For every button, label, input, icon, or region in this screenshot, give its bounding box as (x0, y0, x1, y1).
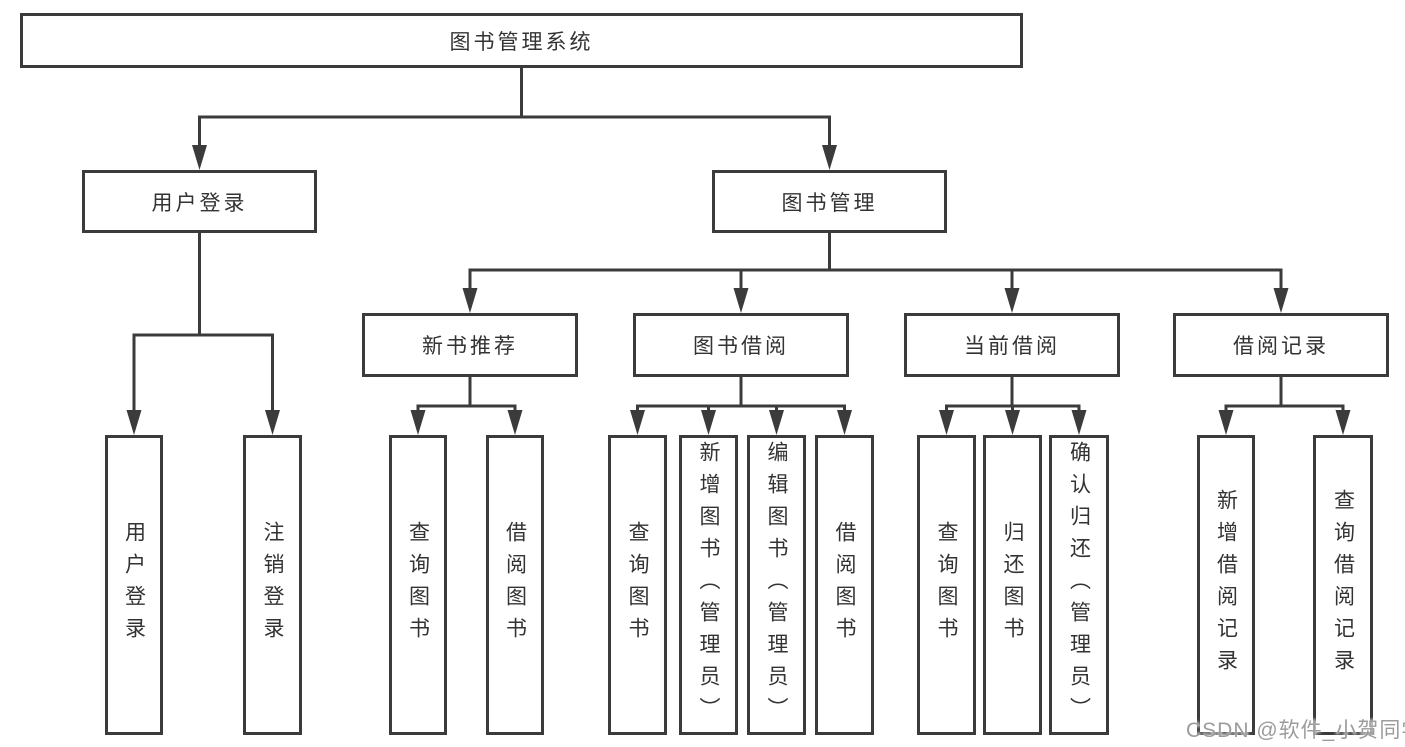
node-label: 确认归还（管理员） (1067, 441, 1091, 729)
node-label: 图书管理 (781, 191, 878, 215)
arrowhead-icon (837, 410, 852, 435)
node-label: 新增图书（管理员） (697, 441, 720, 729)
node-label: 新增借阅记录 (1214, 489, 1238, 681)
node-label: 当前借阅 (964, 335, 1060, 358)
node-nb-query: 查询图书 (389, 435, 447, 735)
arrowhead-icon (1218, 410, 1234, 435)
arrowhead-icon (733, 288, 749, 313)
node-label: 用户登录 (122, 521, 146, 649)
node-label: 查询借阅记录 (1331, 489, 1355, 681)
node-current: 当前借阅 (904, 313, 1120, 377)
node-label: 查询图书 (935, 521, 958, 649)
arrowhead-icon (1071, 410, 1087, 435)
node-label: 新书推荐 (422, 335, 518, 358)
node-rec-add: 新增借阅记录 (1197, 435, 1255, 735)
node-logout: 注销登录 (243, 435, 302, 735)
node-newbook: 新书推荐 (362, 313, 578, 377)
node-records: 借阅记录 (1173, 313, 1389, 377)
arrowhead-icon (630, 410, 645, 435)
node-label: 借阅图书 (503, 521, 527, 649)
node-label: 编辑图书（管理员） (765, 441, 788, 729)
node-cur-return: 归还图书 (983, 435, 1042, 735)
node-bw-edit: 编辑图书（管理员） (747, 435, 806, 735)
arrowhead-icon (822, 145, 837, 170)
node-label: 借阅记录 (1233, 335, 1329, 358)
node-rec-query: 查询借阅记录 (1313, 435, 1373, 735)
arrowhead-icon (192, 145, 207, 170)
arrowhead-icon (701, 410, 716, 435)
arrowhead-icon (1335, 410, 1351, 435)
arrowhead-icon (507, 410, 523, 435)
node-label: 图书借阅 (693, 335, 789, 358)
node-root: 图书管理系统 (20, 13, 1023, 68)
arrowhead-icon (1273, 288, 1289, 313)
arrowhead-icon (126, 410, 142, 435)
node-label: 用户登录 (151, 191, 248, 215)
node-label: 注销登录 (261, 521, 284, 649)
node-bw-borrow: 借阅图书 (815, 435, 874, 735)
node-bw-query: 查询图书 (608, 435, 667, 735)
node-user-login: 用户登录 (105, 435, 163, 735)
arrowhead-icon (462, 288, 478, 313)
csdn-watermark: CSDN @软件_小贺同学 (1186, 719, 1405, 742)
node-cur-query: 查询图书 (917, 435, 976, 735)
arrowhead-icon (1004, 288, 1020, 313)
arrowhead-icon (1005, 410, 1020, 435)
arrowhead-icon (939, 410, 954, 435)
node-login: 用户登录 (82, 170, 317, 233)
node-label: 图书管理系统 (449, 30, 594, 54)
node-cur-confirm: 确认归还（管理员） (1049, 435, 1109, 735)
arrowhead-icon (769, 410, 784, 435)
arrowhead-icon (265, 410, 280, 435)
node-label: 借阅图书 (833, 521, 856, 649)
node-borrow: 图书借阅 (633, 313, 849, 377)
arrowhead-icon (410, 410, 426, 435)
node-nb-borrow: 借阅图书 (486, 435, 544, 735)
node-bw-add: 新增图书（管理员） (679, 435, 738, 735)
node-mgmt: 图书管理 (712, 170, 947, 233)
node-label: 查询图书 (406, 521, 430, 649)
node-label: 归还图书 (1001, 521, 1024, 649)
node-label: 查询图书 (626, 521, 649, 649)
